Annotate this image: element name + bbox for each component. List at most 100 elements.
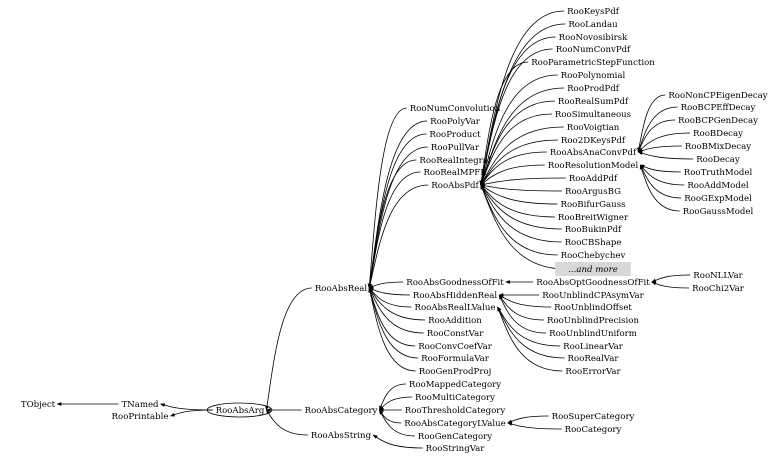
class-label-roo-abs-arg: RooAbsArg (216, 406, 265, 416)
class-label-roo-abs-opt-goodness-of-fit: RooAbsOptGoodnessOfFit (536, 278, 650, 288)
class-label-roo-unblind-cp-asym-var: RooUnblindCPAsymVar (542, 291, 644, 301)
class-label-roo-real-mpfe: RooRealMPFE (423, 168, 486, 178)
arrowhead-and-more-to-roo-abs-pdf (480, 184, 485, 190)
edge-roo-abs-real-to-roo-abs-arg (265, 287, 312, 411)
edge-roo-abs-string-to-roo-abs-arg (266, 409, 308, 436)
edge-roo-add-pdf-to-roo-abs-pdf (480, 177, 566, 186)
edge-roo-gen-prod-proj-to-roo-abs-real (368, 287, 416, 372)
class-label-roo-decay: RooDecay (696, 155, 740, 165)
class-label-roo-abs-category: RooAbsCategory (305, 406, 378, 416)
edge-roo-num-convolution-to-roo-abs-real (368, 107, 407, 289)
edge-roo-truth-model-to-roo-resolution-model (640, 164, 681, 173)
edge-roo-parametric-step-function-to-roo-abs-pdf (480, 61, 529, 186)
class-label-roo-voigtian: RooVoigtian (567, 123, 620, 133)
class-label-roo-non-cp-eigen-decay: RooNonCPEigenDecay (668, 91, 767, 101)
arrowhead-roo-error-var-to-roo-abs-real-l-value (497, 306, 501, 312)
class-label-roo-num-convolution: RooNumConvolution (410, 104, 501, 114)
edge-roo-abs-goodness-of-fit-to-roo-abs-real (369, 281, 404, 289)
arrowhead-roo-unblind-uniform-to-roo-abs-hidden-real (498, 294, 503, 300)
arrowhead-t-named-to-t-object (56, 402, 62, 406)
edge-roo-abs-pdf-to-roo-abs-real (368, 184, 429, 289)
class-label-roo-real-integral: RooRealIntegral (419, 156, 490, 166)
arrowhead-roo-abs-opt-goodness-of-fit-to-roo-abs-goodness-of-fit (505, 280, 510, 284)
edge-roo-bcp-eff-decay-to-roo-abs-ana-conv-pdf (637, 106, 678, 153)
edge-roo-category-to-roo-abs-category-l-value (507, 422, 562, 430)
class-label-roo-category: RooCategory (565, 425, 622, 435)
edge-roo-b-mix-decay-to-roo-abs-ana-conv-pdf (638, 145, 682, 153)
edge-roo-abs-arg-to-roo-printable (170, 409, 213, 417)
edge-roo-abs-arg-to-t-named (160, 403, 213, 411)
class-label-roo-cb-shape: RooCBShape (565, 238, 622, 248)
node-decorations (206, 262, 631, 418)
class-label-roo-abs-real: RooAbsReal (315, 284, 368, 294)
edge-roo-simultaneous-to-roo-abs-pdf (480, 113, 552, 186)
edge-roo-real-mpfe-to-roo-abs-real (368, 171, 421, 289)
edge-roo-linear-var-to-roo-abs-real-l-value (497, 306, 561, 347)
edge-roo-string-var-to-roo-abs-string (372, 434, 423, 449)
arrowhead-roo-gen-prod-proj-to-roo-abs-real (368, 287, 373, 293)
class-label-roo-real-var: RooRealVar (568, 354, 620, 364)
edge-roo-gauss-model-to-roo-resolution-model (639, 164, 680, 212)
class-label-roo-unblind-offset: RooUnblindOffset (554, 303, 632, 313)
class-label-roo-g-exp-model: RooGExpModel (684, 194, 752, 204)
class-label-roo-add-model: RooAddModel (687, 181, 749, 191)
class-label-roo-abs-ana-conv-pdf: RooAbsAnaConvPdf (550, 148, 637, 158)
class-label-roo-nll-var: RooNLLVar (693, 271, 743, 281)
class-label-roo-b-mix-decay: RooBMixDecay (685, 142, 751, 152)
class-label-roo-super-category: RooSuperCategory (552, 412, 635, 422)
class-label-roo-bcp-gen-decay: RooBCPGenDecay (678, 116, 758, 126)
class-label-roo-printable: RooPrintable (112, 412, 169, 422)
arrowhead-roo-gauss-model-to-roo-resolution-model (639, 164, 644, 170)
arrowhead-roo-nll-var-to-roo-abs-opt-goodness-of-fit (651, 278, 657, 283)
class-label-roo-product: RooProduct (429, 130, 481, 140)
edge-roo-unblind-uniform-to-roo-abs-hidden-real (498, 294, 547, 334)
edge-roo-chebychev-to-roo-abs-pdf (480, 184, 558, 256)
arrowhead-roo-gen-category-to-roo-abs-category (379, 409, 384, 415)
class-label-roo-abs-real-l-value: RooAbsRealLValue (415, 303, 496, 313)
edge-roo-num-conv-pdf-to-roo-abs-pdf (480, 48, 553, 186)
edge-roo-nll-var-to-roo-abs-opt-goodness-of-fit (651, 274, 691, 283)
class-label-roo-landau: RooLandau (568, 20, 618, 30)
edge-roo-error-var-to-roo-abs-real-l-value (497, 306, 563, 372)
arrowhead-roo-category-to-roo-abs-category-l-value (507, 422, 513, 426)
root-node-ellipse (206, 402, 273, 418)
class-label-roo-threshold-category: RooThresholdCategory (405, 406, 506, 416)
class-label-t-object: TObject (21, 400, 56, 410)
edge-roo-voigtian-to-roo-abs-pdf (480, 126, 564, 186)
edge-roo-poly-var-to-roo-abs-real (368, 120, 428, 289)
arrowhead-roo-abs-arg-to-t-named (160, 403, 166, 407)
class-label-roo-formula-var: RooFormulaVar (421, 354, 490, 364)
class-label-roo-resolution-model: RooResolutionModel (548, 161, 639, 171)
edge-roo-non-cp-eigen-decay-to-roo-abs-ana-conv-pdf (637, 94, 666, 153)
class-label-roo-abs-goodness-of-fit: RooAbsGoodnessOfFit (406, 278, 504, 288)
edge-roo-product-to-roo-abs-real (368, 133, 427, 289)
class-label-roo-mapped-category: RooMappedCategory (409, 380, 501, 390)
class-label-t-named: TNamed (121, 400, 159, 410)
class-label-roo-gen-prod-proj: RooGenProdProj (419, 367, 492, 377)
edge-roo-breit-wigner-to-roo-abs-pdf (480, 184, 555, 218)
inheritance-arrows (56, 10, 694, 449)
edge-roo-bifur-gauss-to-roo-abs-pdf (480, 184, 558, 205)
more-classes-highlight (555, 262, 631, 276)
class-label-roo-truth-model: RooTruthModel (684, 168, 753, 178)
class-label-roo-conv-coef-var: RooConvCoefVar (418, 342, 493, 352)
class-label-roo-novosibirsk: RooNovosibirsk (559, 33, 628, 43)
edge-roo-const-var-to-roo-abs-real (368, 287, 424, 334)
class-label-roo-linear-var: RooLinearVar (563, 342, 624, 352)
edge-roo-real-integral-to-roo-abs-real (368, 159, 417, 289)
class-label-roo-chebychev: RooChebychev (561, 251, 626, 261)
class-label-roo-parametric-step-function: RooParametricStepFunction (531, 58, 655, 68)
class-label-roo-prod-pdf: RooProdPdf (567, 84, 620, 94)
class-label-and-more: ...and more (568, 265, 618, 275)
edge-roo-bukin-pdf-to-roo-abs-pdf (480, 184, 562, 230)
arrowhead-roo-threshold-category-to-roo-abs-category (378, 408, 384, 412)
edge-roo-abs-ana-conv-pdf-to-roo-abs-pdf (480, 151, 547, 186)
class-label-roo-error-var: RooErrorVar (565, 367, 621, 377)
class-label-roo-num-conv-pdf: RooNumConvPdf (556, 45, 631, 55)
edge-roo-super-category-to-roo-abs-category-l-value (507, 415, 549, 424)
class-label-roo-abs-category-l-value: RooAbsCategoryLValue (404, 419, 505, 429)
class-label-roo-chi2-var: RooChi2Var (692, 284, 745, 294)
arrowhead-roo-abs-category-to-roo-abs-arg (265, 408, 271, 412)
